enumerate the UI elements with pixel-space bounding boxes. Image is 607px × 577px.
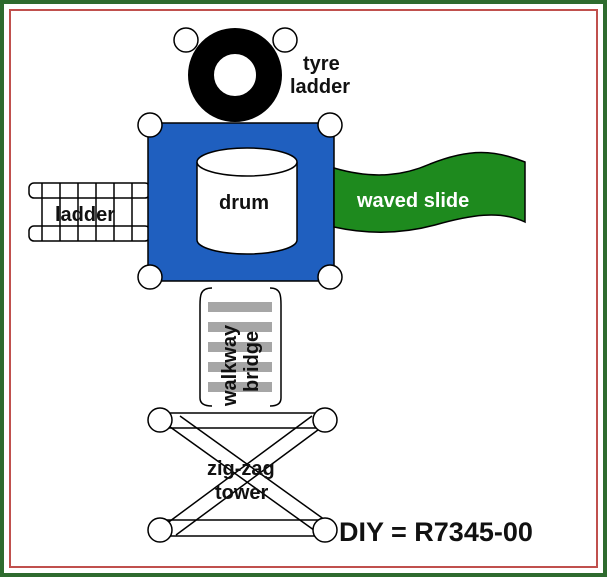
ladder: ladder bbox=[28, 182, 151, 242]
tower-post-tr bbox=[312, 407, 338, 433]
tower-post-tl bbox=[147, 407, 173, 433]
price-label: DIY = R7345-00 bbox=[339, 517, 533, 547]
drum-label: drum bbox=[219, 192, 269, 214]
tyre-ladder: tyre ladder bbox=[173, 27, 350, 122]
tyre-ladder-label-line2: ladder bbox=[290, 76, 350, 98]
platform-post-bl bbox=[137, 264, 163, 290]
drum: drum bbox=[196, 147, 298, 255]
walkway-bridge: walkway bridge bbox=[199, 287, 282, 407]
waved-slide: waved slide bbox=[333, 151, 526, 233]
ladder-label: ladder bbox=[55, 204, 115, 226]
tower-post-br bbox=[312, 517, 338, 543]
zigzag-label-line2: tower bbox=[215, 482, 269, 504]
waved-slide-label: waved slide bbox=[356, 190, 469, 212]
tyre-post-left bbox=[173, 27, 199, 53]
tyre-icon bbox=[188, 28, 282, 122]
walkway-label-line1: walkway bbox=[219, 324, 241, 407]
platform-post-br bbox=[317, 264, 343, 290]
tower-post-bl bbox=[147, 517, 173, 543]
platform-post-tr bbox=[317, 112, 343, 138]
walkway-label-line2: bridge bbox=[241, 331, 263, 392]
tyre-post-right bbox=[272, 27, 298, 53]
platform-post-tl bbox=[137, 112, 163, 138]
inner-border bbox=[9, 9, 598, 568]
tyre-ladder-label-line1: tyre bbox=[303, 53, 340, 75]
zigzag-label-line1: zig-zag bbox=[207, 458, 275, 480]
zigzag-tower: zig-zag tower bbox=[147, 407, 338, 543]
